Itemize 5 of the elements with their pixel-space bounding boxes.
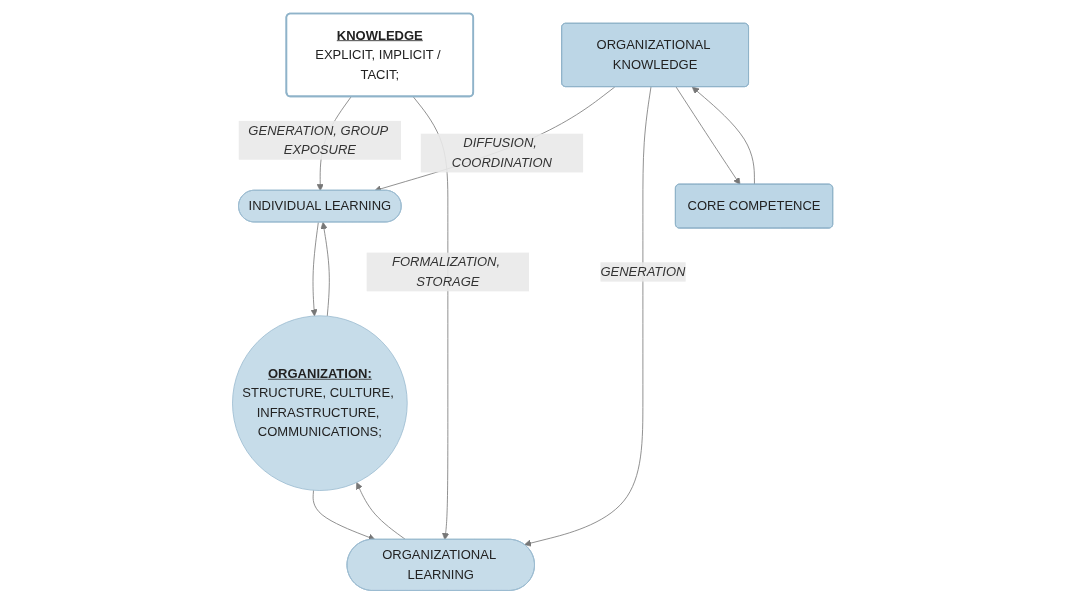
edge-label: FORMALIZATION, STORAGE — [391, 254, 500, 288]
edge-label: GENERATION — [600, 264, 686, 278]
edge-label: DIFFUSION, COORDINATION — [451, 135, 552, 169]
edge-label: GENERATION, GROUP EXPOSURE — [248, 122, 388, 157]
node-circle: ORGANIZATION: STRUCTURE, CULTURE, INFRASTRUCTURE, COMMUNICATIONS; — [232, 314, 408, 491]
